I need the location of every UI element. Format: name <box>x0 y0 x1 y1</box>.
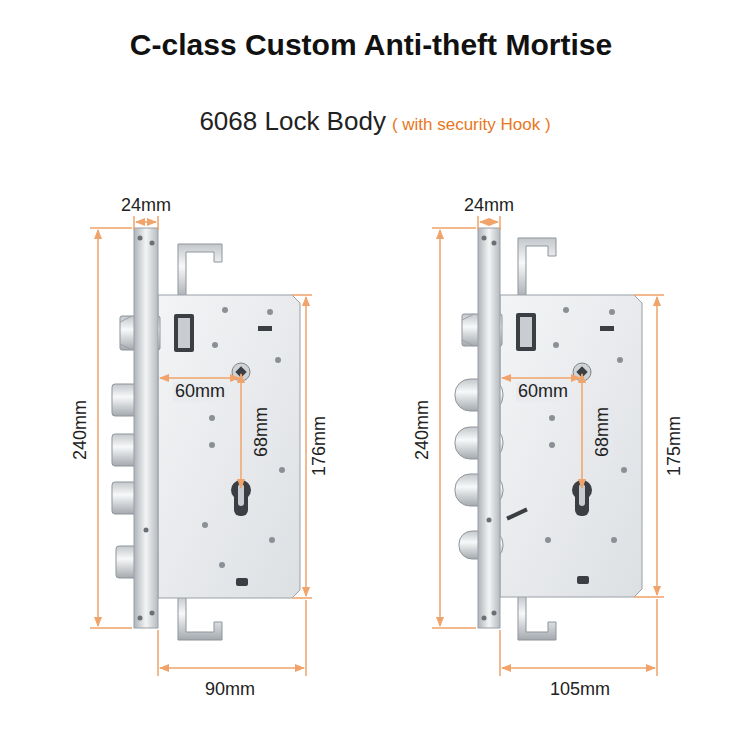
extension-line <box>432 228 476 628</box>
dimension-line <box>136 221 156 223</box>
dimension-line <box>305 297 307 596</box>
latch-tail <box>178 318 190 348</box>
dimension-label: 105mm <box>548 680 612 700</box>
latch-bevel <box>120 316 132 350</box>
screw-hole <box>219 562 225 568</box>
screw-hole <box>545 537 551 543</box>
screw-hole <box>482 236 487 241</box>
dimension-label: 24mm <box>462 196 516 216</box>
screw-hole <box>138 236 143 241</box>
subtitle-row: 6068 Lock Body ( with security Hook ) <box>0 106 750 137</box>
screw-hole <box>267 309 273 315</box>
screw-hole <box>609 309 615 315</box>
dimension-label: 240mm <box>71 398 91 462</box>
lock-body-left <box>112 228 300 640</box>
screw-hole <box>487 518 492 523</box>
diagram-title: C-class Custom Anti-theft Mortise <box>0 28 746 61</box>
extension-line <box>500 599 657 676</box>
security-hook <box>178 244 222 300</box>
subtitle: 6068 Lock Body <box>199 106 385 137</box>
screw-hole <box>549 442 555 448</box>
screw-hole <box>549 415 555 421</box>
slot <box>600 326 614 331</box>
dimension-line <box>240 374 242 488</box>
screw-hole <box>150 611 155 616</box>
latch-window <box>516 313 536 351</box>
extension-line <box>90 228 132 628</box>
dimension-line <box>502 667 655 669</box>
screw-hole <box>144 528 149 533</box>
screw-hole <box>209 415 215 421</box>
security-hook <box>518 596 556 640</box>
slot <box>258 326 272 331</box>
latch-bevel <box>462 314 474 346</box>
screw-hole <box>269 537 275 543</box>
slot <box>236 578 248 586</box>
dimension-label: 175mm <box>665 414 685 478</box>
dimension-line <box>581 374 583 488</box>
screw-hole <box>202 522 208 528</box>
screw-hole <box>482 616 487 621</box>
dimension-line <box>502 377 580 379</box>
latch-window <box>174 314 194 352</box>
screw-hole <box>492 241 497 246</box>
screw-hole <box>553 342 559 348</box>
faceplate <box>134 228 158 628</box>
dimension-line <box>160 667 304 669</box>
extension-line <box>158 600 306 676</box>
screw-hole <box>212 342 218 348</box>
dimension-label: 68mm <box>252 405 272 459</box>
extension-line <box>634 295 664 597</box>
screw-hole <box>492 611 497 616</box>
dimension-lines <box>90 212 664 676</box>
dimension-label: 60mm <box>173 382 227 402</box>
screw-hole <box>275 357 281 363</box>
faceplate <box>478 228 500 628</box>
lock-body-right <box>455 228 642 640</box>
extension-line <box>292 295 312 598</box>
dimension-line <box>160 377 239 379</box>
subtitle-note: ( with security Hook ) <box>392 115 551 135</box>
dimension-label: 68mm <box>593 405 613 459</box>
dimension-line <box>656 297 658 595</box>
screw-hole <box>279 467 285 473</box>
screw-hole <box>138 616 143 621</box>
dimension-label: 24mm <box>119 196 173 216</box>
security-hook <box>518 238 556 300</box>
dimension-line <box>97 230 99 626</box>
screw-hole <box>617 357 623 363</box>
screw-hole <box>611 537 617 543</box>
slot <box>506 508 528 521</box>
screw-hole <box>150 241 155 246</box>
latch-tail <box>520 317 532 347</box>
security-hook <box>178 596 222 640</box>
screw-hole <box>222 307 228 313</box>
screw-hole <box>209 442 215 448</box>
slot <box>577 576 589 584</box>
dimension-label: 90mm <box>203 680 257 700</box>
dimension-label: 176mm <box>310 414 330 478</box>
screw-hole <box>563 307 569 313</box>
screw-hole <box>621 467 627 473</box>
dimension-line <box>480 221 498 223</box>
lock-case <box>500 295 642 597</box>
dimension-label: 240mm <box>413 398 433 462</box>
dimension-line <box>439 230 441 626</box>
dimension-label: 60mm <box>516 382 570 402</box>
lock-case <box>158 295 300 598</box>
